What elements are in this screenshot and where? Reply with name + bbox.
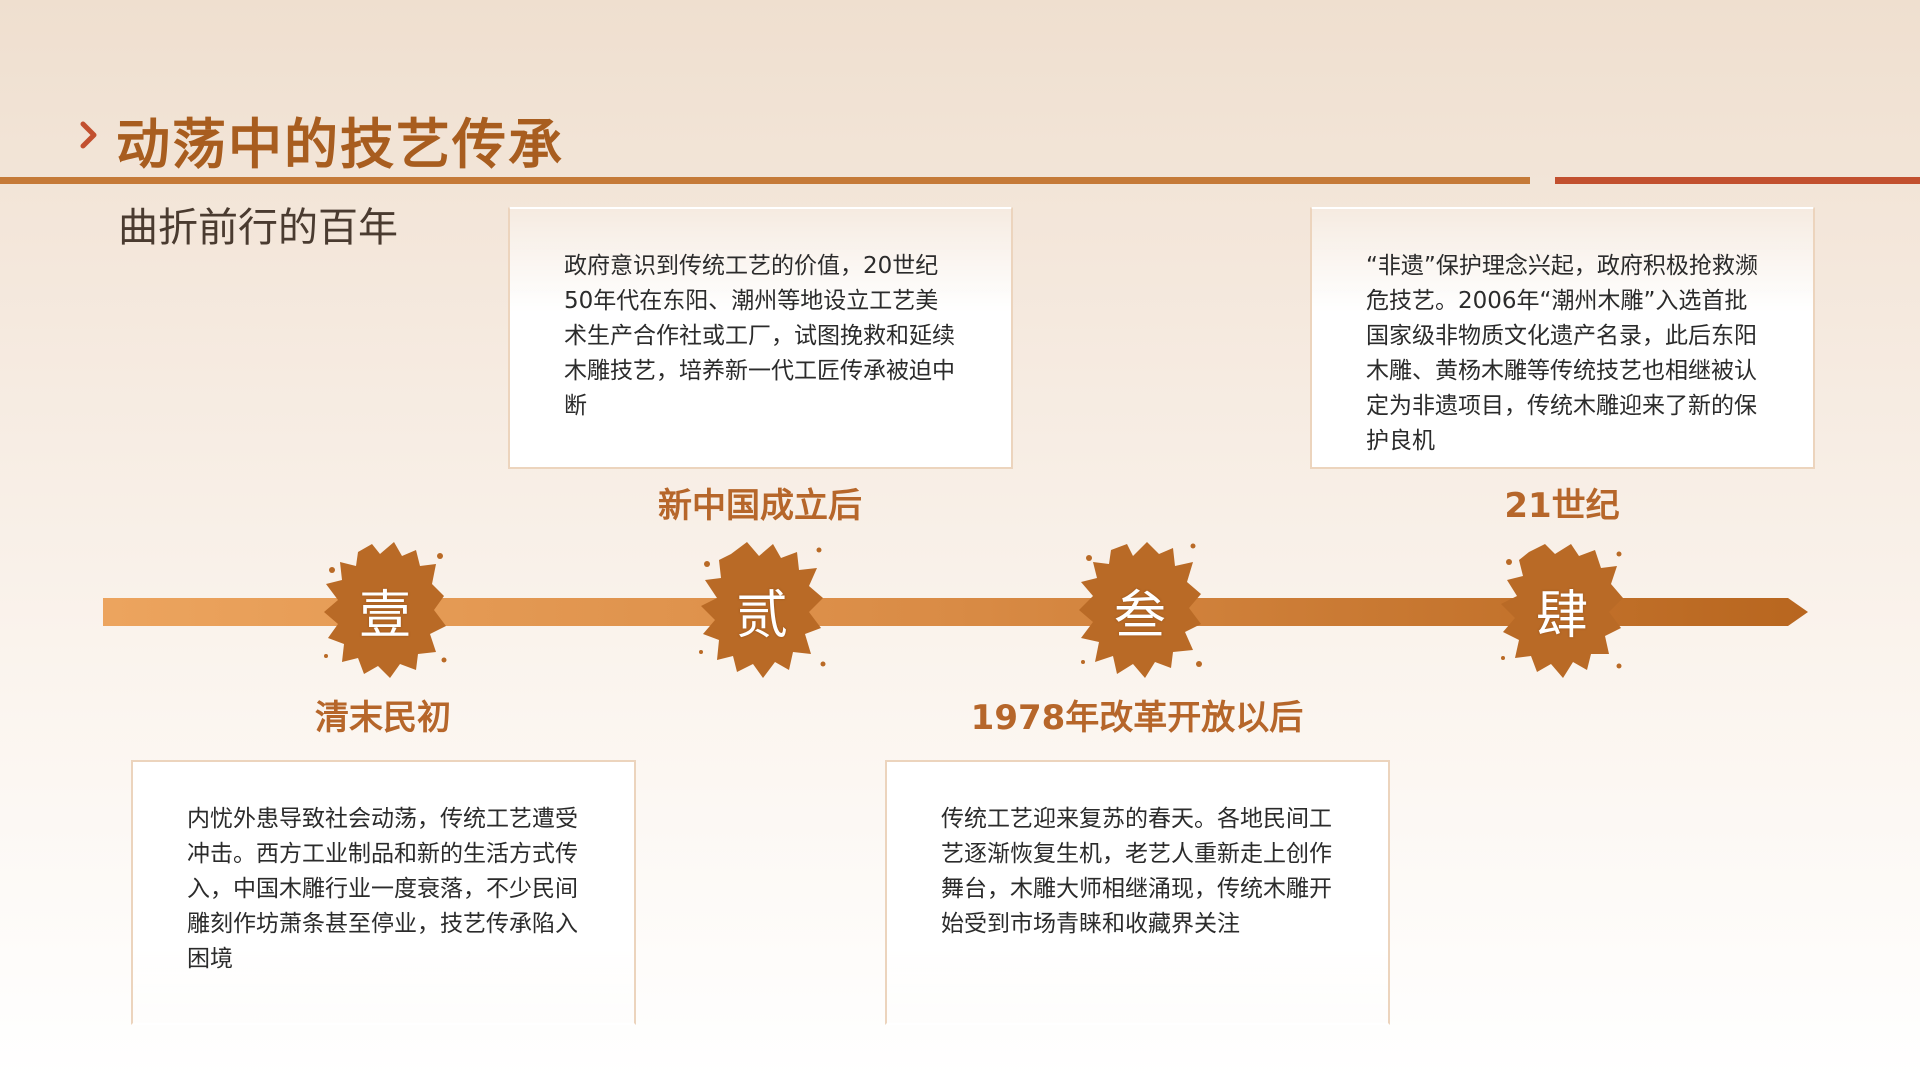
era-3-label: 1978年改革开放以后 xyxy=(970,698,1304,738)
era-4-description: “非遗”保护理念兴起，政府积极抢救濒危技艺。2006年“潮州木雕”入选首批国家级… xyxy=(1366,253,1758,454)
title-divider xyxy=(0,177,1530,184)
page-subtitle: 曲折前行的百年 xyxy=(118,205,398,251)
ink-splash-icon xyxy=(1501,544,1623,678)
era-1-label: 清末民初 xyxy=(315,698,451,738)
era-2-numeral: 贰 xyxy=(735,585,788,646)
era-1-description-card: 内忧外患导致社会动荡，传统工艺遭受冲击。西方工业制品和新的生活方式传入，中国木雕… xyxy=(131,760,636,1025)
era-4-description-card: “非遗”保护理念兴起，政府积极抢救濒危技艺。2006年“潮州木雕”入选首批国家级… xyxy=(1310,207,1815,469)
era-3-description-card: 传统工艺迎来复苏的春天。各地民间工艺逐渐恢复生机，老艺人重新走上创作舞台，木雕大… xyxy=(885,760,1390,1025)
ink-splash-icon xyxy=(699,542,826,678)
era-2-label: 新中国成立后 xyxy=(658,486,862,526)
era-1-numeral: 壹 xyxy=(358,585,411,646)
era-3-badge: 叁 xyxy=(1075,540,1205,680)
ink-splash-icon xyxy=(1079,542,1202,678)
era-2-description-card: 政府意识到传统工艺的价值，20世纪50年代在东阳、潮州等地设立工艺美术生产合作社… xyxy=(508,207,1013,469)
page-title: 动荡中的技艺传承 xyxy=(116,113,564,176)
era-3-numeral: 叁 xyxy=(1113,585,1166,646)
era-4-badge: 肆 xyxy=(1497,540,1627,680)
era-1-badge: 壹 xyxy=(320,540,450,680)
ink-splash-icon xyxy=(324,542,447,678)
era-2-description: 政府意识到传统工艺的价值，20世纪50年代在东阳、潮州等地设立工艺美术生产合作社… xyxy=(564,253,955,419)
timeline-arrow xyxy=(103,598,1808,626)
era-3-description: 传统工艺迎来复苏的春天。各地民间工艺逐渐恢复生机，老艺人重新走上创作舞台，木雕大… xyxy=(941,806,1332,937)
chevron-right-icon xyxy=(80,121,97,149)
era-1-description: 内忧外患导致社会动荡，传统工艺遭受冲击。西方工业制品和新的生活方式传入，中国木雕… xyxy=(187,806,578,972)
era-4-label: 21世纪 xyxy=(1504,486,1620,526)
era-2-badge: 贰 xyxy=(697,540,827,680)
title-divider-accent xyxy=(1555,177,1920,184)
era-4-numeral: 肆 xyxy=(1535,585,1588,646)
